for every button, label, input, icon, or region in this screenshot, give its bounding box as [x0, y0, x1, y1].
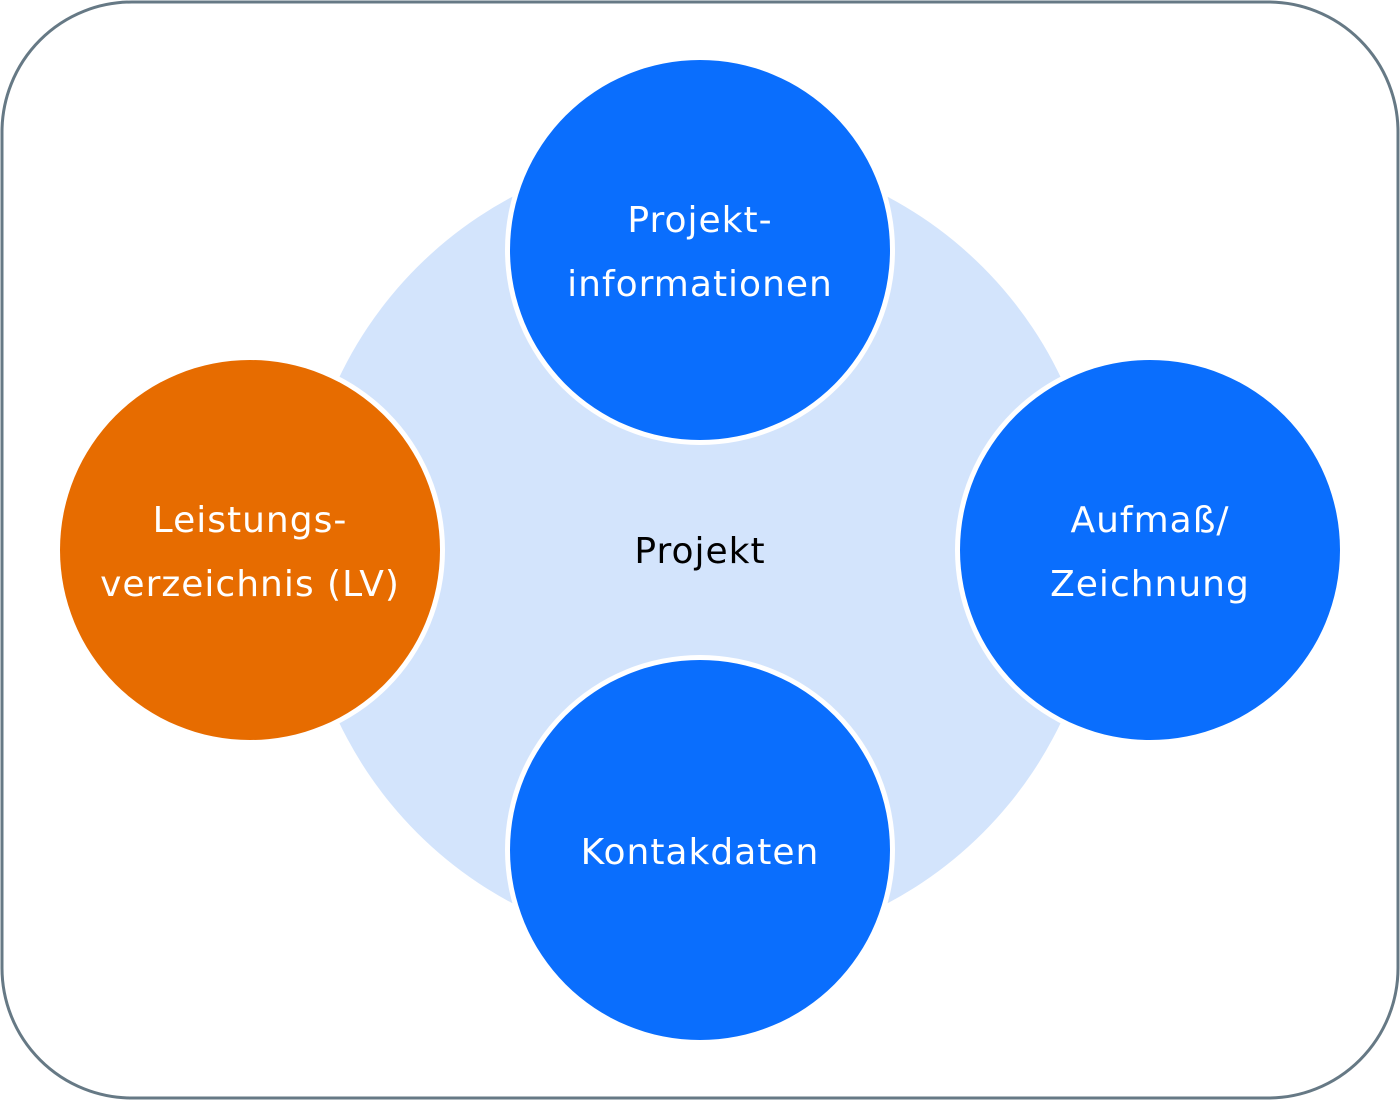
node-top: Projekt- informationen — [505, 55, 895, 445]
node-label: informationen — [567, 264, 833, 305]
node-label: Kontakdaten — [581, 832, 820, 873]
hub-circle — [300, 150, 1100, 950]
node-label: Zeichnung — [1050, 564, 1250, 605]
node-label: Leistungs- — [153, 500, 348, 541]
node-circle — [510, 60, 890, 440]
node-label: verzeichnis (LV) — [100, 564, 400, 605]
node-label: Aufmaß/ — [1070, 500, 1229, 541]
node-circle — [60, 360, 440, 740]
node-label: Projekt- — [627, 200, 772, 241]
node-left: Leistungs- verzeichnis (LV) — [55, 355, 445, 745]
node-bottom: Kontakdaten — [505, 655, 895, 1045]
node-circle — [510, 660, 890, 1040]
node-circle — [960, 360, 1340, 740]
node-right: Aufmaß/ Zeichnung — [955, 355, 1345, 745]
center-label: Projekt — [634, 531, 765, 572]
